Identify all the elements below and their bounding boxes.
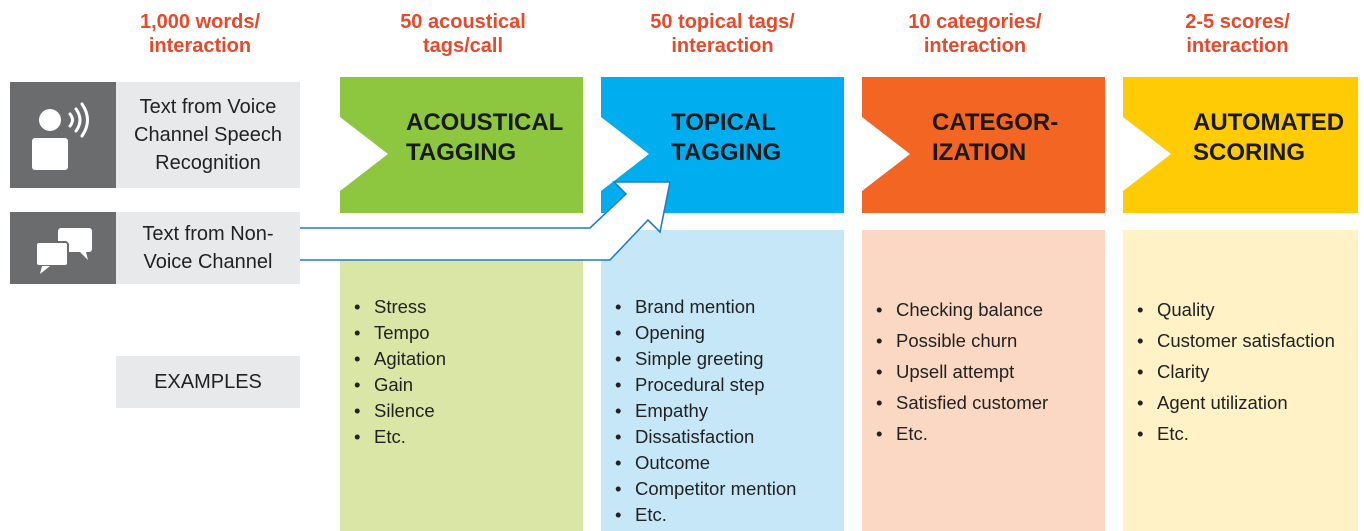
list-item: Etc. bbox=[1135, 418, 1335, 449]
categorization-title: CATEGOR- IZATION bbox=[932, 109, 1059, 166]
list-item: Empathy bbox=[613, 398, 796, 424]
list-item: Clarity bbox=[1135, 356, 1335, 387]
list-item: Etc. bbox=[874, 418, 1048, 449]
list-item: Dissatisfaction bbox=[613, 424, 796, 450]
list-item: Competitor mention bbox=[613, 476, 796, 502]
list-item: Satisfied customer bbox=[874, 387, 1048, 418]
list-item: Stress bbox=[352, 294, 446, 320]
flow-arrow bbox=[862, 117, 910, 191]
automated-scoring-stage: AUTOMATED SCORING bbox=[1123, 77, 1358, 213]
topical-examples-list: Brand mention Opening Simple greeting Pr… bbox=[613, 294, 796, 528]
list-item: Checking balance bbox=[874, 294, 1048, 325]
list-item: Outcome bbox=[613, 450, 796, 476]
topical-tagging-title: TOPICAL TAGGING bbox=[671, 109, 782, 166]
list-item: Customer satisfaction bbox=[1135, 325, 1335, 356]
list-item: Procedural step bbox=[613, 372, 796, 398]
acoustical-tagging-title: ACOUSTICAL TAGGING bbox=[406, 109, 564, 166]
metric-words: 1,000 words/ interaction bbox=[139, 11, 261, 57]
voice-source-label: Text from Voice Channel Speech Recogniti… bbox=[116, 82, 300, 188]
flow-arrow bbox=[601, 117, 649, 191]
list-item: Possible churn bbox=[874, 325, 1048, 356]
list-item: Agitation bbox=[352, 346, 446, 372]
scoring-examples-list: Quality Customer satisfaction Clarity Ag… bbox=[1135, 294, 1335, 449]
flow-arrow bbox=[340, 117, 388, 191]
list-item: Quality bbox=[1135, 294, 1335, 325]
categorization-examples-list: Checking balance Possible churn Upsell a… bbox=[874, 294, 1048, 449]
flow-arrow bbox=[1123, 117, 1171, 191]
list-item: Etc. bbox=[613, 502, 796, 528]
nonvoice-bypass-arrow bbox=[300, 181, 671, 261]
automated-scoring-title: AUTOMATED SCORING bbox=[1193, 109, 1345, 166]
metric-categories: 10 categories/ interaction bbox=[908, 11, 1042, 57]
list-item: Simple greeting bbox=[613, 346, 796, 372]
metric-scores: 2-5 scores/ interaction bbox=[1185, 11, 1290, 57]
metric-topical-tags: 50 topical tags/ interaction bbox=[650, 11, 795, 57]
list-item: Agent utilization bbox=[1135, 387, 1335, 418]
list-item: Upsell attempt bbox=[874, 356, 1048, 387]
chat-bubbles-icon bbox=[35, 228, 92, 274]
categorization-stage: CATEGOR- IZATION bbox=[862, 77, 1105, 213]
list-item: Gain bbox=[352, 372, 446, 398]
metric-acoustical-tags: 50 acoustical tags/call bbox=[400, 11, 526, 57]
list-item: Brand mention bbox=[613, 294, 796, 320]
nonvoice-source-label: Text from Non- Voice Channel bbox=[116, 212, 300, 284]
acoustical-examples-list: Stress Tempo Agitation Gain Silence Etc. bbox=[352, 294, 446, 450]
list-item: Tempo bbox=[352, 320, 446, 346]
examples-label: EXAMPLES bbox=[116, 356, 300, 408]
acoustical-tagging-stage: ACOUSTICAL TAGGING bbox=[340, 77, 583, 213]
list-item: Etc. bbox=[352, 424, 446, 450]
voice-icon-box bbox=[10, 82, 116, 188]
list-item: Opening bbox=[613, 320, 796, 346]
nonvoice-icon-box bbox=[10, 212, 116, 284]
list-item: Silence bbox=[352, 398, 446, 424]
person-speaking-icon bbox=[32, 102, 89, 170]
